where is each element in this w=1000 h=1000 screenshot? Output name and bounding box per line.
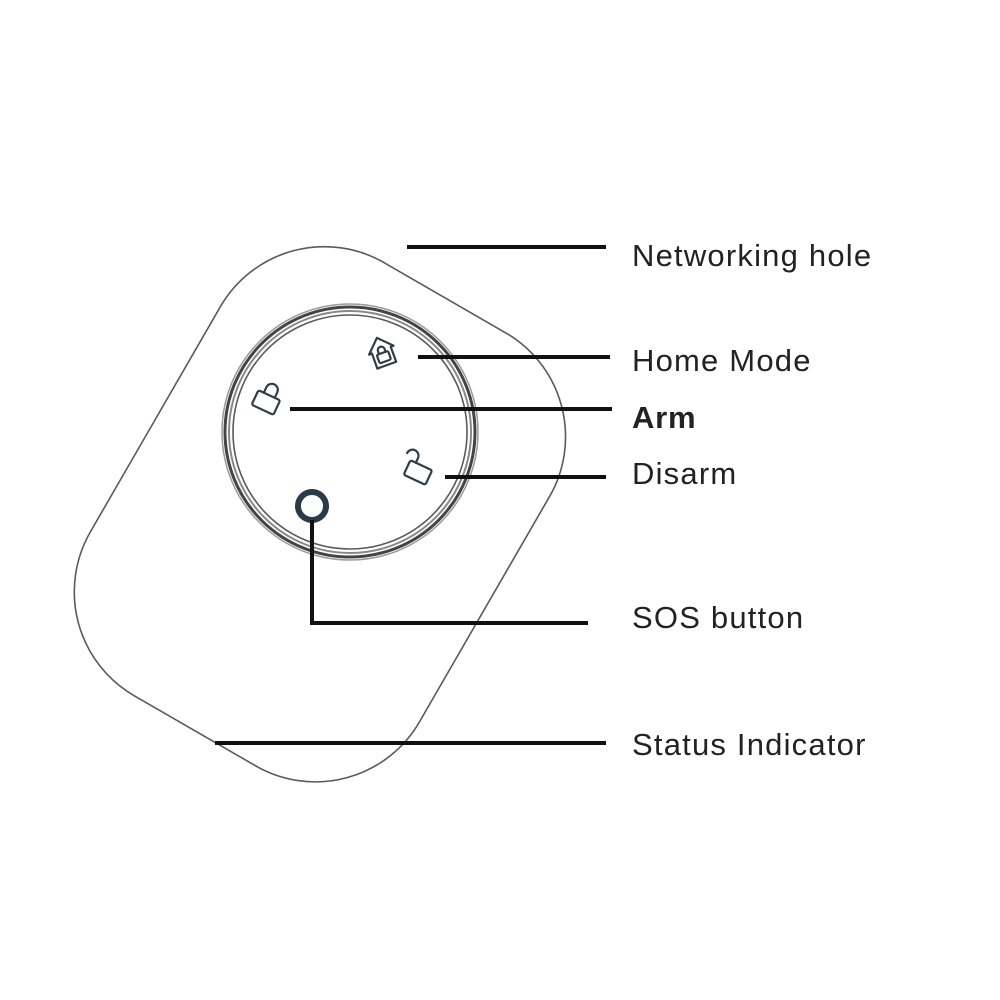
callout-lines	[215, 245, 612, 745]
label-status-indicator: Status Indicator	[632, 727, 867, 762]
label-networking-hole: Networking hole	[632, 238, 873, 273]
label-home-mode: Home Mode	[632, 343, 812, 378]
button-panel	[221, 303, 479, 561]
label-disarm: Disarm	[632, 456, 738, 491]
device-body-outline	[73, 245, 567, 783]
home-lock-icon[interactable]	[365, 333, 399, 370]
lock-closed-icon[interactable]	[251, 379, 286, 416]
sos-ring-icon[interactable]	[295, 489, 329, 523]
label-sos-button: SOS button	[632, 600, 805, 635]
lock-open-icon[interactable]	[398, 448, 437, 486]
callout-line-sos-button	[310, 520, 588, 625]
label-arm: Arm	[632, 400, 697, 435]
